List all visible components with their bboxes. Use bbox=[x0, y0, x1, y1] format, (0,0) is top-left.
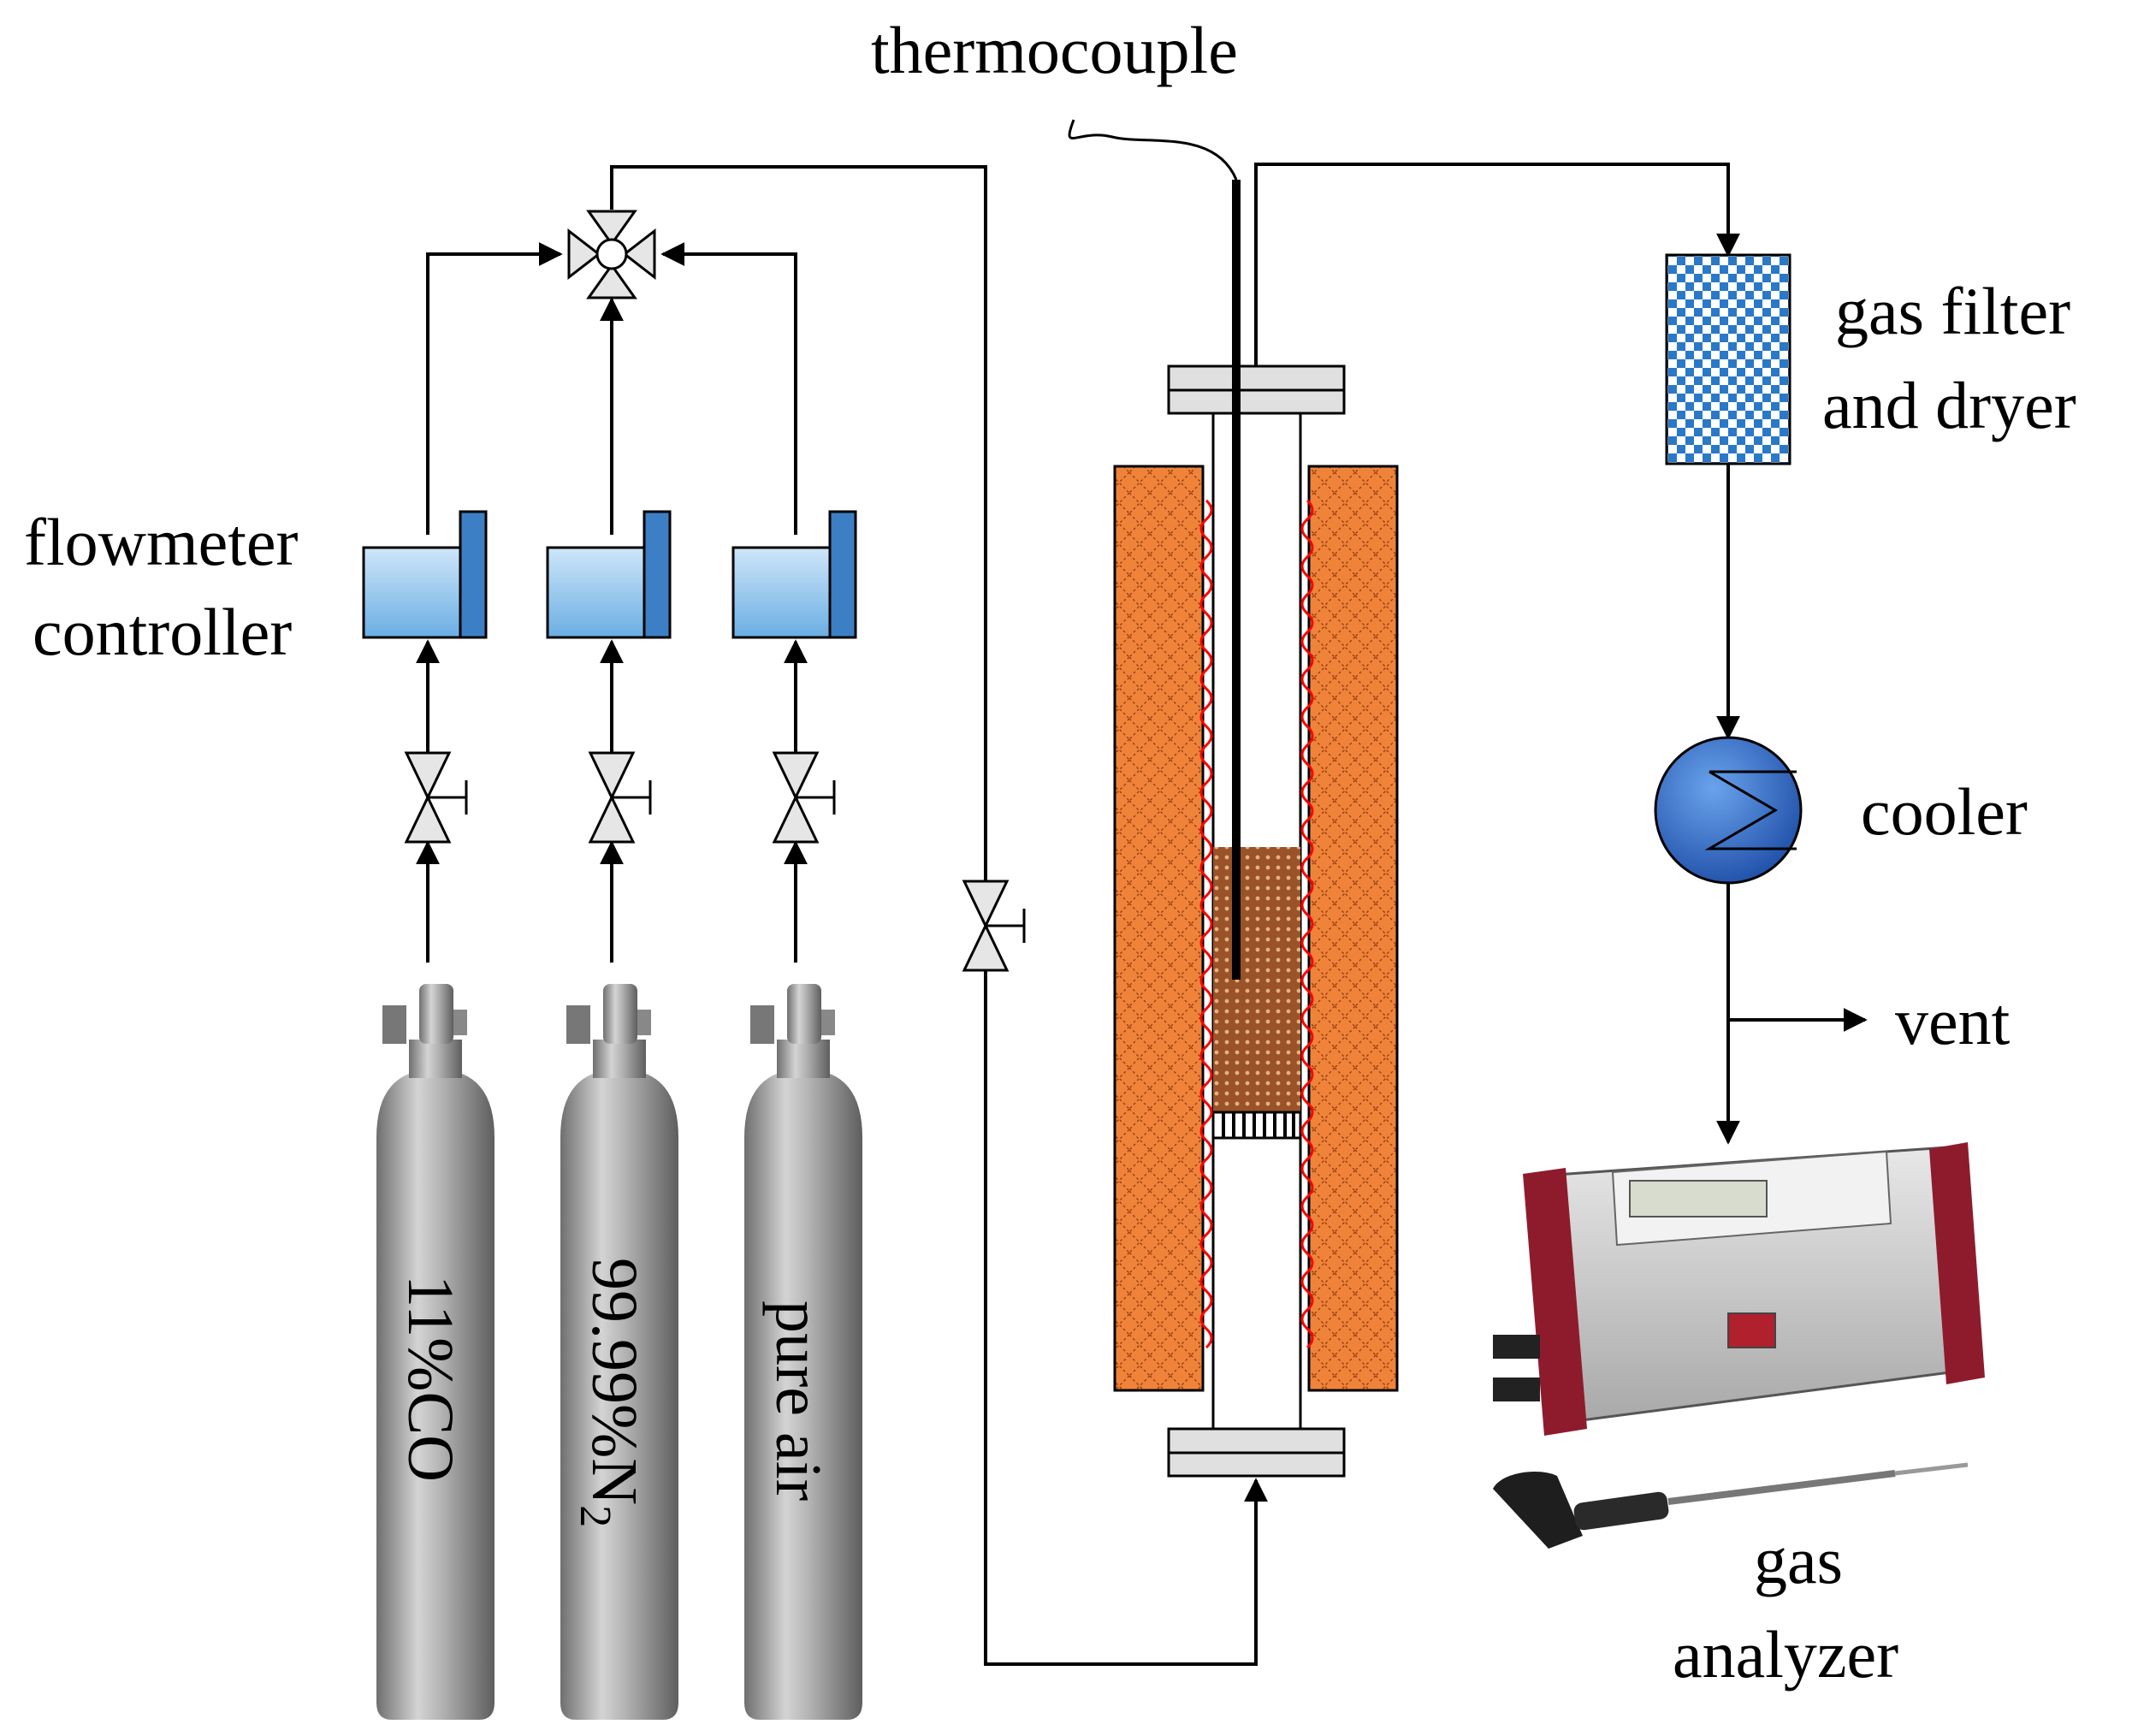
tube-furnace bbox=[1068, 119, 1399, 1478]
label-analyzer-line1: gas bbox=[1754, 1523, 1843, 1597]
gas-cylinders: 11%CO 99.99%N2 pure air bbox=[376, 984, 862, 1720]
valve-n2 bbox=[588, 751, 652, 844]
heater-wire-right bbox=[1300, 499, 1314, 1349]
valve-air bbox=[772, 751, 836, 844]
label-thermocouple: thermocouple bbox=[871, 13, 1238, 87]
flowmeter-controllers bbox=[362, 510, 857, 639]
co-cylinder bbox=[376, 984, 495, 1720]
label-flowmeter-line1: flowmeter bbox=[24, 505, 299, 579]
sample-bed bbox=[1213, 847, 1300, 1112]
label-analyzer-line2: analyzer bbox=[1673, 1617, 1898, 1692]
furnace-left-wall bbox=[1113, 465, 1205, 1392]
label-filter-line1: gas filter bbox=[1835, 274, 2070, 348]
flowmeter-co bbox=[362, 510, 488, 639]
gas-analyzer bbox=[1493, 1142, 1985, 1549]
cylinder-label-co: 11%CO bbox=[394, 1275, 466, 1482]
cylinder-label-n2: 99.99%N2 bbox=[571, 1258, 650, 1527]
heater-wire-left bbox=[1199, 499, 1213, 1349]
label-cooler: cooler bbox=[1861, 774, 2028, 849]
flowmeter-n2 bbox=[546, 510, 672, 639]
cylinder-label-air: pure air bbox=[762, 1301, 834, 1501]
support-grid bbox=[1211, 1111, 1302, 1140]
needle-valves bbox=[404, 751, 1026, 972]
outlet-lines bbox=[1254, 163, 1868, 1145]
mixing-valve bbox=[567, 210, 656, 299]
flowmeter-air bbox=[731, 510, 857, 639]
supply-lines bbox=[416, 165, 1268, 1666]
air-cylinder bbox=[744, 984, 862, 1720]
valve-bypass bbox=[962, 880, 1026, 972]
n2-cylinder bbox=[560, 984, 678, 1720]
label-vent: vent bbox=[1895, 984, 2011, 1058]
gas-filter-dryer bbox=[1665, 253, 1791, 465]
label-filter-line2: and dryer bbox=[1822, 368, 2076, 442]
thermocouple-wire bbox=[1068, 119, 1238, 181]
valve-co bbox=[404, 751, 468, 844]
label-flowmeter-line2: controller bbox=[33, 595, 292, 669]
cooler bbox=[1654, 736, 1803, 885]
furnace-right-wall bbox=[1307, 465, 1399, 1392]
